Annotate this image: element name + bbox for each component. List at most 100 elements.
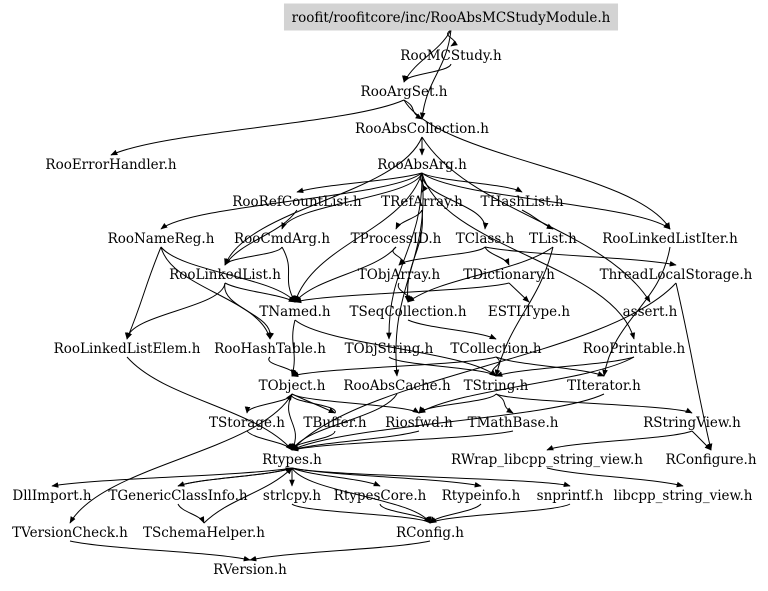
node-tseqcollection: TSeqCollection.h <box>349 304 466 320</box>
edge-strlcpy-to-rconfig <box>291 503 431 524</box>
edge-tcollection-to-tstring <box>489 356 500 377</box>
edge-rwrap-libcpp-string-view-to-libcpp-string-view <box>546 467 684 488</box>
edge-snprintf-to-rconfig <box>429 503 571 524</box>
edge-tstring-to-tmathbase <box>495 393 514 414</box>
node-roonamereg: RooNameReg.h <box>108 231 215 247</box>
node-tstorage: TStorage.h <box>209 415 285 431</box>
edge-roolinkedlist-to-roolinkedlistelem <box>124 282 226 340</box>
edge-tprocessid-to-tobjarray <box>392 246 406 266</box>
node-tdictionary: TDictionary.h <box>463 267 555 283</box>
edge-rtypes-to-rconfig <box>291 467 431 524</box>
node-rooabsmcstudymodule[interactable]: roofit/roofitcore/inc/RooAbsMCStudyModul… <box>292 10 611 26</box>
edge-roolinkedlist-to-tnamed <box>224 282 296 303</box>
node-titerator: TIterator.h <box>567 378 641 394</box>
node-assert: assert.h <box>623 304 678 320</box>
edge-rooabsarg-to-rooprintable <box>421 172 636 340</box>
edge-rooabsmcstudymodule-to-roomcstudy <box>447 29 458 47</box>
edge-tprocessid-to-tnamed <box>294 246 397 303</box>
node-rwrap-libcpp-string-view: RWrap_libcpp_string_view.h <box>451 452 643 468</box>
node-rtypeinfo: Rtypeinfo.h <box>442 488 521 504</box>
node-tcollection: TCollection.h <box>450 341 542 357</box>
edge-tnamed-to-tstring <box>294 319 497 377</box>
edge-tgenericclassinfo-to-tschemahelper <box>177 503 205 524</box>
edge-tlist-to-tseqcollection <box>407 246 554 303</box>
edge-roolinkedlistelem-to-rtypes <box>126 356 293 451</box>
edge-tgenericclassinfo-to-rtypes <box>177 467 293 487</box>
edge-rooprintable-to-riosfwd <box>418 356 635 414</box>
edge-roolinkedlist-to-roohashtable <box>224 282 275 340</box>
edge-tobject-to-rtypes <box>288 393 298 451</box>
node-roocmdarg: RooCmdArg.h <box>234 231 330 247</box>
node-libcpp-string-view: libcpp_string_view.h <box>614 488 753 504</box>
node-tmathbase: TMathBase.h <box>468 415 559 431</box>
node-roomcstudy: RooMCStudy.h <box>400 48 502 64</box>
edge-rooabsarg-to-roocmdarg <box>281 172 423 230</box>
node-tprocessid: TProcessID.h <box>351 231 442 247</box>
edge-tcollection-to-titerator <box>495 356 605 377</box>
edge-tcollection-to-tobject <box>291 356 497 378</box>
header-nodes: RooMCStudy.hRooArgSet.hRooAbsCollection.… <box>12 48 757 578</box>
root-node-box[interactable] <box>283 3 619 31</box>
node-rtypes: Rtypes.h <box>262 452 322 468</box>
node-tversioncheck: TVersionCheck.h <box>12 525 128 541</box>
node-estltype: ESTLType.h <box>488 304 571 320</box>
node-roolinkedlist: RooLinkedList.h <box>169 267 281 283</box>
node-rversion: RVersion.h <box>213 562 287 578</box>
edge-rooabsarg-to-tnamed <box>294 172 423 303</box>
edge-rooabsarg-to-thashlist <box>421 172 523 193</box>
node-tschemahelper: TSchemaHelper.h <box>143 525 265 541</box>
node-rconfig: RConfig.h <box>396 525 464 541</box>
node-rooabscache: RooAbsCache.h <box>343 378 451 394</box>
node-roohashtable: RooHashTable.h <box>214 341 326 357</box>
node-rooabscollection: RooAbsCollection.h <box>355 121 489 137</box>
node-roolinkedlistelem: RooLinkedListElem.h <box>54 341 201 357</box>
edge-rstringview-to-rwrap-libcpp-string-view <box>546 430 693 451</box>
edge-roohashtable-to-tobject <box>268 356 299 377</box>
edge-trefarray-to-tseqcollection <box>404 209 423 303</box>
edge-rtypes-to-snprintf <box>291 467 571 488</box>
edge-rooabscollection-to-roolinkedlist <box>224 136 423 266</box>
node-rooabsarg: RooAbsArg.h <box>377 157 467 173</box>
edge-rtypes-to-rtypescore <box>291 467 381 487</box>
edge-roocmdarg-to-tnamed <box>281 246 296 303</box>
edge-roomcstudy-to-rooargset <box>402 63 452 83</box>
edge-rstringview-to-rconfigure <box>691 430 712 451</box>
node-roolinkedlistiter: RooLinkedListIter.h <box>602 231 738 247</box>
edge-tseqcollection-to-tcollection <box>407 319 497 340</box>
node-tlist: TList.h <box>529 231 577 247</box>
edge-threadlocalstorage-to-rtypes <box>291 282 677 451</box>
edge-rooargset-to-rooerrorhandler <box>110 99 405 156</box>
node-tobject: TObject.h <box>259 378 326 394</box>
edge-rtypescore-to-rconfig <box>379 503 432 524</box>
edge-rooabscache-to-rtypes <box>291 393 398 451</box>
edge-rconfig-to-rversion <box>249 540 431 562</box>
node-tstring: TString.h <box>464 378 529 394</box>
edge-rooabsarg-to-tobjstring <box>386 172 423 340</box>
node-riosfwd: Riosfwd.h <box>385 415 453 431</box>
edge-rooabsarg-to-roonamereg <box>160 172 423 230</box>
edge-tobject-to-tversioncheck <box>69 393 293 524</box>
edge-rooabscollection-to-assert <box>421 136 651 303</box>
node-tbuffer: TBuffer.h <box>303 415 366 431</box>
edge-titerator-to-rtypes <box>291 393 605 451</box>
edge-thashlist-to-tlist <box>521 209 554 230</box>
edge-roonamereg-to-tnamed <box>160 246 296 303</box>
edge-tstring-to-rstringview <box>495 393 693 414</box>
edge-tstring-to-riosfwd <box>418 393 497 414</box>
edge-roorefcountlist-to-roolinkedlist <box>224 209 298 266</box>
edge-tobject-to-riosfwd <box>291 393 420 414</box>
node-tobjstring: TObjString.h <box>345 341 434 357</box>
node-roorefcountlist: RooRefCountList.h <box>232 194 362 210</box>
dependency-edges <box>51 29 713 562</box>
node-rstringview: RStringView.h <box>643 415 741 431</box>
node-threadlocalstorage: ThreadLocalStorage.h <box>600 267 753 283</box>
root-node[interactable]: roofit/roofitcore/inc/RooAbsMCStudyModul… <box>283 3 619 31</box>
edge-tbuffer-to-tobject <box>286 393 336 414</box>
edge-roonamereg-to-roolinkedlistelem <box>126 246 162 340</box>
edge-rooabsarg-to-roolinkedlistiter <box>421 172 671 230</box>
edge-tlist-to-tstring <box>494 246 554 377</box>
node-tclass: TClass.h <box>456 231 515 247</box>
edge-riosfwd-to-rtypes <box>291 430 420 452</box>
node-thashlist: THashList.h <box>480 194 563 210</box>
